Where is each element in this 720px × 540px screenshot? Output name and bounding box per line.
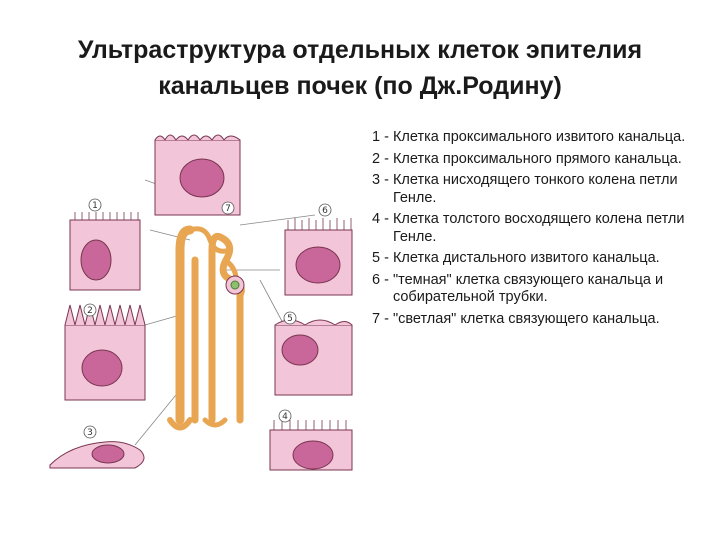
cell-1 bbox=[154, 134, 241, 216]
legend-number: 3 - bbox=[372, 172, 393, 188]
marker-2: 2 bbox=[83, 303, 97, 317]
legend-item-5: 5 - Клетка дистального извитого канальца… bbox=[372, 250, 712, 268]
marker-7: 7 bbox=[221, 201, 235, 215]
legend-number: 5 - bbox=[372, 250, 393, 266]
legend-text: "темная" клетка связующего канальца и со… bbox=[392, 271, 664, 306]
legend-item-4: 4 - Клетка толстого восходящего колена п… bbox=[372, 211, 712, 246]
svg-text:6: 6 bbox=[322, 206, 328, 216]
legend: 1 - Клетка проксимального извитого канал… bbox=[372, 129, 712, 332]
legend-text: Клетка проксимального извитого канальца. bbox=[392, 129, 686, 145]
number-markers: 1 2 3 4 5 6 7 bbox=[83, 198, 332, 439]
leader-line-3 bbox=[134, 389, 181, 446]
svg-text:2: 2 bbox=[87, 306, 93, 316]
legend-number: 7 - bbox=[372, 310, 393, 327]
legend-item-3: 3 - Клетка нисходящего тонкого колена пе… bbox=[372, 172, 712, 207]
legend-text: Клетка толстого восходящего колена петли… bbox=[392, 211, 685, 245]
title-line-1: Ультраструктура отдельных клеток эпители… bbox=[77, 36, 643, 64]
legend-number: 4 - bbox=[372, 211, 393, 227]
svg-text:4: 4 bbox=[282, 412, 288, 422]
marker-5: 5 bbox=[283, 311, 297, 325]
legend-item-7: 7 - "светлая" клетка связующего канальца… bbox=[372, 311, 712, 329]
marker-6: 6 bbox=[318, 203, 332, 217]
svg-text:1: 1 bbox=[92, 201, 98, 211]
legend-item-1: 1 - Клетка проксимального извитого канал… bbox=[372, 129, 712, 147]
title-line-2: канальцев почек (по Дж.Родину) bbox=[158, 72, 562, 100]
leader-line-2 bbox=[144, 314, 181, 326]
renal-corpuscle bbox=[225, 275, 245, 295]
svg-text:7: 7 bbox=[225, 204, 231, 214]
nephron-tubule bbox=[167, 225, 245, 431]
legend-text: "светлая" клетка связующего канальца. bbox=[392, 310, 660, 327]
legend-item-2: 2 - Клетка проксимального прямого каналь… bbox=[372, 151, 712, 169]
cell-7 bbox=[69, 212, 141, 291]
legend-number: 2 - bbox=[372, 150, 393, 167]
svg-text:5: 5 bbox=[287, 314, 293, 324]
legend-text: Клетка дистального извитого канальца. bbox=[392, 250, 660, 266]
legend-number: 6 - bbox=[372, 271, 393, 288]
marker-4: 4 bbox=[278, 409, 292, 423]
cell-3 bbox=[49, 441, 145, 469]
slide-title: Ультраструктура отдельных клеток эпители… bbox=[0, 32, 720, 104]
legend-number: 1 - bbox=[372, 129, 393, 145]
cell-2 bbox=[64, 304, 146, 401]
marker-1: 1 bbox=[88, 198, 102, 212]
svg-text:3: 3 bbox=[87, 428, 93, 438]
cell-5 bbox=[274, 319, 353, 396]
legend-text: Клетка проксимального прямого канальца. bbox=[392, 150, 682, 167]
marker-3: 3 bbox=[83, 425, 97, 439]
leader-line-6 bbox=[239, 214, 316, 226]
cell-6 bbox=[284, 218, 353, 296]
legend-text: Клетка нисходящего тонкого колена петли … bbox=[392, 172, 678, 206]
cell-4 bbox=[269, 420, 353, 471]
legend-item-6: 6 - "темная" клетка связующего канальца … bbox=[372, 272, 712, 307]
nephron-cell-diagram: 1 2 3 4 5 6 7 bbox=[49, 134, 353, 471]
